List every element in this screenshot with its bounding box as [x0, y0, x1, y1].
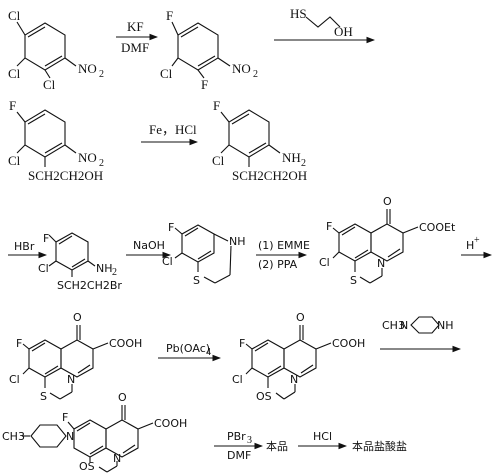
group-cooh: COOH [154, 417, 187, 430]
atom-nh2: NH [96, 262, 113, 275]
atom-no2-sub: 2 [253, 69, 258, 80]
atom-cl: Cl [162, 255, 173, 268]
compound-hydroxyethylthio-aniline: F Cl NH 2 SCH2CH2OH [212, 98, 307, 183]
atom-cl: Cl [9, 373, 20, 386]
atom-nh: NH [229, 235, 246, 248]
reagent-pb-oac-sub: 4 [206, 347, 211, 358]
atom-n: N [377, 257, 385, 270]
arrow-pb-oac: Pb(OAc) 4 [158, 342, 222, 362]
reagent-h-plus-sign: + [474, 235, 480, 246]
atom-n: N [66, 430, 74, 443]
atom-nh2-sub: 2 [301, 158, 306, 169]
atom-f: F [326, 220, 332, 233]
reagent-pb-oac: Pb(OAc) [166, 342, 210, 355]
reagent-oh: OH [334, 24, 353, 39]
arrow-pbr3-dmf: PBr 3 DMF [214, 430, 264, 462]
arrow-methylpiperazine: CH3 N NH [380, 316, 462, 353]
atom-n: N [67, 373, 75, 386]
atom-n: N [113, 452, 121, 465]
atom-nh2-sub: 2 [112, 267, 117, 278]
atom-cl: Cl [8, 66, 21, 81]
compound-bromoethylthio-aniline: F Cl NH 2 SCH2CH2Br [38, 232, 122, 292]
atom-o: O [73, 311, 82, 324]
reagent-emme: (1) EMME [258, 239, 310, 252]
compound-benzothiazine: F Cl S NH [162, 221, 246, 287]
group-cooh: COOH [332, 337, 365, 350]
atom-cl: Cl [38, 262, 49, 275]
atom-s: S [350, 274, 357, 287]
atom-no2: NO [78, 61, 97, 76]
arrow-fe-hcl: Fe，HCl [141, 122, 199, 146]
atom-o: O [296, 311, 305, 324]
atom-no2-sub: 2 [99, 158, 104, 169]
arrow-mercaptoethanol: HS OH [274, 6, 376, 44]
arrow-naoh: NaOH [126, 239, 172, 259]
compound-chlorodifluoronitrobenzene: F Cl F NO 2 [160, 8, 258, 92]
compound-tricyclic-ester: O COOEt F Cl S N [319, 195, 456, 287]
reagent-fe-hcl: Fe，HCl [149, 122, 197, 137]
atom-f: F [9, 98, 16, 113]
arrow-kf-dmf: KF DMF [116, 19, 159, 55]
reagent-nh: NH [437, 319, 454, 332]
atom-s: S [193, 274, 200, 287]
compound-trichloronitrobenzene: Cl Cl Cl NO 2 [8, 8, 104, 92]
atom-n: N [290, 373, 298, 386]
group-ch3: CH3 [2, 430, 25, 443]
reagent-ppa: (2) PPA [258, 258, 298, 271]
compound-hydroxyethylthio-nitro: F Cl NO 2 SCH2CH2OH [8, 98, 104, 183]
group-cooh: COOH [109, 337, 142, 350]
atom-f: F [168, 221, 174, 234]
arrow-hbr: HBr [8, 240, 48, 259]
atom-no2: NO [232, 61, 251, 76]
product-benpin-hcl: 本品盐酸盐 [352, 439, 407, 453]
atom-f: F [16, 337, 22, 350]
group-sch2ch2oh: SCH2CH2OH [28, 168, 103, 183]
reagent-pbr3-sub: 3 [247, 435, 252, 446]
atom-o: O [118, 391, 127, 404]
reagent-kf: KF [127, 19, 144, 34]
atom-f: F [43, 232, 49, 245]
reagent-ch3: CH3 [382, 319, 405, 332]
group-os: OS [79, 460, 95, 473]
atom-cl: Cl [43, 77, 56, 92]
atom-cl: Cl [8, 8, 21, 23]
arrow-h-plus: H + [461, 235, 493, 259]
atom-f: F [213, 98, 220, 113]
atom-cl: Cl [160, 66, 173, 81]
atom-s: S [40, 390, 47, 403]
reagent-dmf: DMF [121, 40, 149, 55]
reagent-dmf: DMF [227, 449, 251, 462]
atom-cl: Cl [319, 256, 330, 269]
reagent-hbr: HBr [14, 240, 35, 253]
atom-f: F [62, 411, 68, 424]
atom-no2-sub: 2 [99, 69, 104, 80]
atom-f: F [239, 337, 245, 350]
atom-no2: NO [78, 150, 97, 165]
compound-tricyclic-acid: O COOH F Cl S N [9, 311, 142, 403]
group-sch2ch2br: SCH2CH2Br [57, 279, 122, 292]
atom-f: F [166, 8, 173, 23]
reagent-h-plus: H [466, 239, 474, 252]
compound-final-product: CH3 N O COOH F OS N [2, 391, 187, 473]
atom-f: F [201, 77, 208, 92]
reagent-n: N [400, 319, 408, 332]
compound-sulfoxide-acid: O COOH F Cl OS N [232, 311, 365, 403]
atom-cl: Cl [212, 153, 225, 168]
atom-nh2: NH [282, 150, 301, 165]
atom-cl: Cl [232, 373, 243, 386]
atom-cl: Cl [8, 153, 21, 168]
arrow-emme-ppa: (1) EMME (2) PPA [256, 239, 310, 271]
reagent-hcl: HCl [313, 430, 332, 443]
group-os: OS [256, 390, 272, 403]
reagent-naoh: NaOH [133, 239, 165, 252]
reagent-pbr3: PBr [227, 430, 246, 443]
atom-o: O [383, 195, 392, 208]
group-cooet: COOEt [419, 221, 456, 234]
reagent-hs: HS [290, 6, 307, 21]
arrow-hcl: HCl [298, 430, 348, 450]
product-benpin: 本品 [266, 439, 288, 453]
group-sch2ch2oh: SCH2CH2OH [232, 168, 307, 183]
